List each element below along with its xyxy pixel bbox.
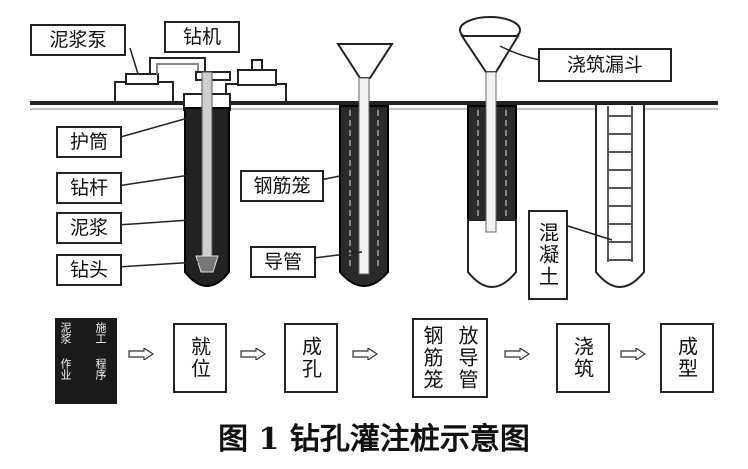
flow-arrow-icon bbox=[240, 348, 266, 360]
label-drill-bit: 钻头 bbox=[56, 254, 122, 286]
finished-pile-group bbox=[567, 103, 645, 288]
flow-arrow-icon bbox=[620, 348, 646, 360]
step-3-box: 钢筋笼 放导管 bbox=[412, 318, 488, 398]
diagram-illustration bbox=[30, 16, 718, 288]
funnel-icon-2 bbox=[336, 43, 394, 79]
drill-bit-icon bbox=[195, 255, 219, 273]
process-title-box: 泥浆 作业 施工 程序 bbox=[55, 318, 117, 404]
rebar-cage-group bbox=[297, 43, 394, 287]
process-title-col-2: 作业 bbox=[59, 358, 72, 380]
step-6-label: 成型 bbox=[674, 336, 699, 380]
guide-pipe bbox=[358, 77, 370, 275]
concrete-fill-3 bbox=[467, 219, 517, 288]
step-3-label-a: 钢筋笼 bbox=[420, 325, 444, 391]
label-concrete: 混凝土 bbox=[528, 210, 568, 300]
step-1-box: 就位 bbox=[173, 323, 227, 393]
step-3-label-b: 放导管 bbox=[455, 325, 479, 391]
step-5-box: 浇筑 bbox=[556, 323, 610, 393]
process-title-col-1: 泥浆 bbox=[59, 322, 72, 344]
label-drill-rod: 钻杆 bbox=[56, 172, 122, 204]
label-drill: 钻机 bbox=[164, 21, 240, 53]
label-casing: 护筒 bbox=[56, 126, 122, 158]
drill-rod bbox=[201, 71, 213, 269]
label-mud: 泥浆 bbox=[56, 212, 122, 244]
step-5-label: 浇筑 bbox=[570, 336, 595, 380]
step-2-box: 成孔 bbox=[284, 323, 338, 393]
label-mud-pump: 泥浆泵 bbox=[30, 24, 126, 56]
drilling-rig-group bbox=[114, 47, 287, 287]
flow-arrow-icon bbox=[352, 348, 378, 360]
flow-arrow-icon bbox=[504, 348, 530, 360]
label-guide-pipe: 导管 bbox=[250, 246, 316, 278]
step-1-label: 就位 bbox=[187, 336, 212, 380]
label-pour-funnel: 浇筑漏斗 bbox=[538, 48, 672, 82]
step-6-box: 成型 bbox=[660, 323, 714, 393]
step-2-label: 成孔 bbox=[298, 336, 323, 380]
drill-machine-icon bbox=[225, 83, 287, 103]
label-rebar-cage: 钢筋笼 bbox=[240, 170, 324, 202]
funnel-icon-3 bbox=[460, 35, 520, 73]
flow-arrow-icon bbox=[128, 348, 154, 360]
pouring-group bbox=[459, 16, 541, 288]
figure-caption: 图 1 钻孔灌注桩示意图 bbox=[218, 422, 530, 457]
process-title-col-4: 程序 bbox=[94, 358, 107, 380]
process-title-col-3: 施工 bbox=[94, 322, 107, 344]
